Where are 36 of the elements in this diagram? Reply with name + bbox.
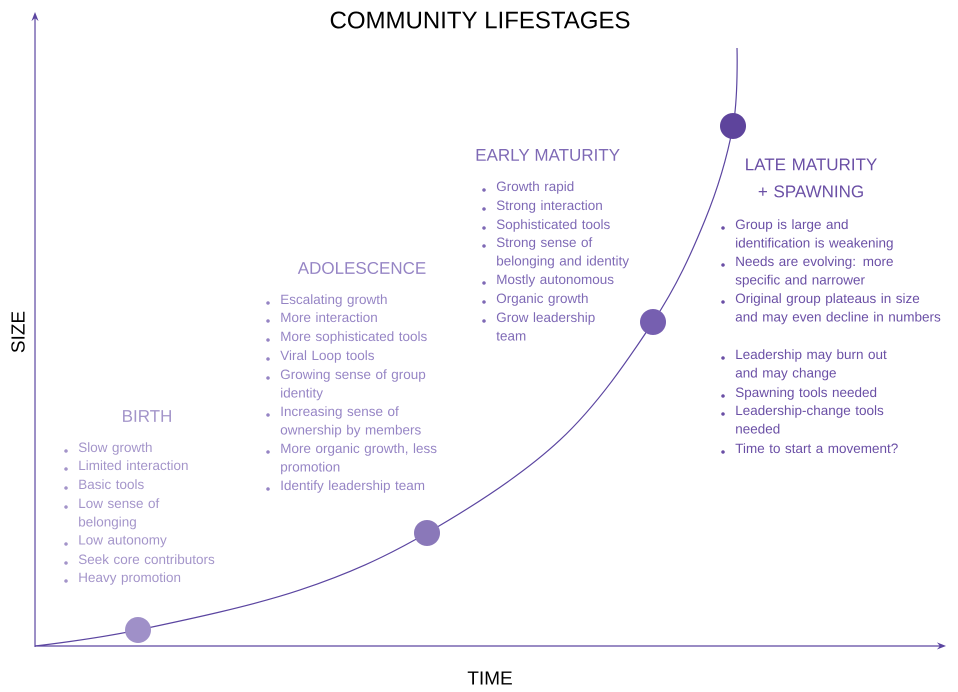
bullet-item: Mostly autonomous [497,274,614,287]
bullet-item: Leadership-change tools needed [736,405,884,434]
bullet-item: Grow leadership team [496,312,595,341]
bullet-item: Spawning tools needed [736,387,876,400]
bullet-item: Slow growth [78,442,152,455]
bullet-item: Identify leadership team [281,480,424,493]
bullet-item: Low autonomy [79,535,167,548]
bullet-item: Heavy promotion [79,572,180,585]
bullet-item: Organic growth [496,293,588,306]
bullet-item: Leadership may burn out and may change [736,349,887,380]
bullet-item: Group is large and identification is weakening [736,219,893,250]
bullet-item: Needs are evolving: more specific and narrower [736,256,893,288]
bullet-item: Original group plateaus in size and may even decline in numbers [736,293,940,324]
bullet-item: Low sense of belonging [79,498,160,530]
bullet-item: Sophisticated tools [496,219,610,232]
axis-label: SIZE [11,312,25,352]
bullet-item: More interaction [281,312,377,322]
axis-label: TIME [468,671,512,685]
chart-title: COMMUNITY LIFESTAGES [330,12,630,28]
bullet-item: Time to start a movement? [736,443,898,454]
bullet-item: Viral Loop tools [280,350,374,363]
stage-heading: EARLY MATURITY [476,149,620,161]
bullet-item: Growing sense of group identity [280,369,426,400]
bullet-item: Strong sense of belonging and identity [496,237,629,268]
bullet-item: Escalating growth [281,294,387,307]
bullet-item: More sophisticated tools [281,331,427,344]
bullet-item: More organic growth, less promotion [281,443,436,474]
stage-heading: ADOLESCENCE [298,262,426,274]
bullet-item: Basic tools [79,479,144,490]
bullet-item: Strong interaction [496,200,602,213]
stage-heading: LATE MATURITY + SPAWNING [746,158,877,198]
bullet-item: Limited interaction [79,460,188,470]
stage-heading: BIRTH [123,410,171,422]
bullet-item: Seek core contributors [78,554,214,564]
bullet-item: Increasing sense of ownership by members [280,406,421,438]
bullet-item: Growth rapid [496,181,574,194]
